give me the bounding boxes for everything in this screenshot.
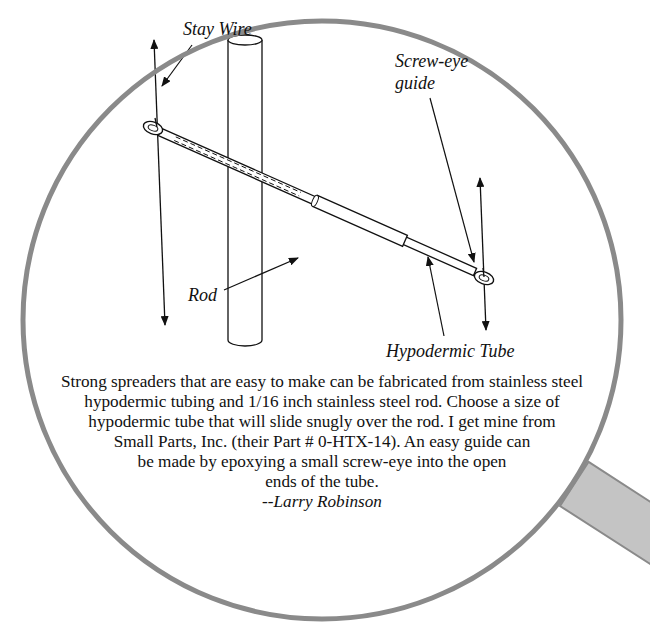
stay-wire xyxy=(154,40,165,325)
leader-line xyxy=(428,257,444,336)
hidden-rod xyxy=(174,137,301,196)
lens-rim xyxy=(23,21,621,619)
part-label: Hypodermic Tube xyxy=(386,340,514,362)
mast xyxy=(228,35,262,346)
lens-outline xyxy=(20,18,624,622)
leader-line xyxy=(430,98,474,262)
magnifier-callout: Strong spreaders that are easy to make c… xyxy=(20,18,624,622)
stay-wire xyxy=(480,178,486,330)
description-text: Strong spreaders that are easy to make c… xyxy=(22,372,622,492)
hypodermic-tube xyxy=(158,128,476,275)
sleeve-end xyxy=(310,194,319,207)
leader-line xyxy=(224,258,298,290)
part-label: Rod xyxy=(188,284,217,306)
screw-eye xyxy=(473,268,496,287)
tube-sleeve xyxy=(313,195,408,246)
screw-eye xyxy=(142,118,165,137)
attribution: --Larry Robinson xyxy=(22,492,622,512)
part-label: Stay Wire xyxy=(183,18,252,40)
text-flow: Strong spreaders that are easy to make c… xyxy=(22,372,622,602)
part-label: Screw-eye guide xyxy=(395,50,490,94)
